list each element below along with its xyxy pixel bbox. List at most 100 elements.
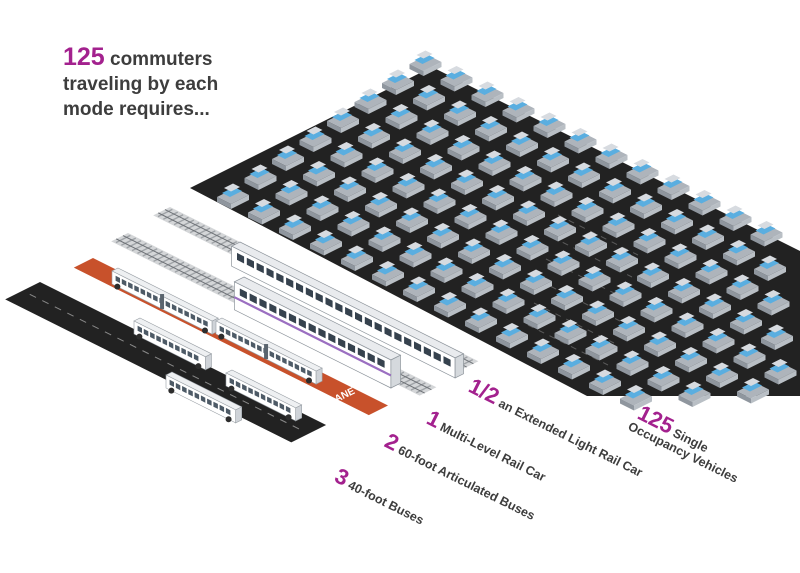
car [248, 199, 280, 225]
car [602, 212, 635, 238]
car [423, 188, 456, 214]
car [420, 154, 452, 180]
car [409, 50, 442, 76]
car [668, 278, 700, 304]
car [275, 180, 308, 206]
car [451, 169, 483, 195]
car [737, 378, 769, 404]
car [482, 185, 514, 211]
car [730, 309, 762, 335]
car [609, 281, 642, 307]
car [399, 242, 432, 268]
car [299, 126, 332, 152]
car [575, 231, 607, 257]
car [372, 261, 404, 287]
car [626, 159, 659, 185]
lane-marking [527, 324, 609, 366]
city-bus-1 [133, 317, 213, 371]
car [675, 347, 707, 373]
car [327, 107, 359, 133]
car [361, 157, 394, 183]
car [699, 293, 731, 319]
car [671, 312, 704, 338]
car [750, 221, 783, 247]
car [447, 135, 480, 161]
car [272, 145, 304, 171]
car [341, 245, 373, 271]
multi-level-rail-car [233, 276, 402, 389]
car [533, 112, 566, 138]
car [392, 173, 425, 199]
car [620, 385, 652, 411]
car [516, 235, 549, 261]
car [633, 228, 666, 254]
car [478, 150, 511, 176]
car [471, 81, 504, 107]
car [527, 338, 559, 364]
car [461, 273, 494, 299]
car [496, 323, 528, 349]
car [582, 300, 614, 326]
car [616, 350, 649, 376]
car [358, 123, 390, 149]
car [454, 204, 487, 230]
car [661, 209, 693, 235]
car [520, 269, 552, 295]
car [506, 131, 538, 157]
articulated-bus-2 [215, 317, 323, 385]
car [726, 274, 759, 300]
car [244, 164, 277, 190]
car [537, 147, 569, 173]
headline-line2: traveling by each [63, 74, 219, 95]
car [540, 181, 573, 207]
headline-line3: mode requires... [63, 99, 210, 120]
car [692, 224, 724, 250]
car [337, 211, 370, 237]
car [544, 216, 576, 242]
car [547, 250, 580, 276]
lane-marking [557, 214, 639, 256]
car [664, 243, 697, 269]
headline-count: 125 [63, 43, 105, 71]
car [430, 257, 463, 283]
car [706, 362, 738, 388]
car [678, 381, 711, 407]
car [310, 230, 342, 256]
road-center-line [29, 293, 305, 432]
car [630, 193, 662, 219]
car [558, 354, 590, 380]
car [606, 247, 638, 273]
car [465, 307, 497, 333]
light-rail-train [230, 241, 465, 379]
car [554, 319, 587, 345]
headline-line1: commuters [104, 49, 213, 70]
car [719, 205, 752, 231]
car [733, 343, 766, 369]
car [723, 240, 755, 266]
car [444, 100, 476, 126]
car [413, 85, 445, 111]
car [330, 142, 363, 168]
car [440, 66, 473, 92]
car [354, 88, 387, 114]
city-bus-3 [225, 369, 303, 422]
articulated-bus-1 [111, 267, 219, 335]
car [217, 183, 249, 209]
car [644, 331, 676, 357]
car [396, 207, 428, 233]
car [509, 166, 542, 192]
car [695, 259, 728, 285]
car [568, 162, 600, 188]
city-bus-2 [165, 371, 243, 424]
car [578, 266, 611, 292]
car [416, 119, 449, 145]
transit-vehicles [111, 241, 465, 424]
car [279, 214, 311, 240]
car [764, 359, 797, 385]
car [382, 69, 414, 95]
car [564, 128, 597, 154]
car [637, 262, 669, 288]
car [492, 288, 525, 314]
